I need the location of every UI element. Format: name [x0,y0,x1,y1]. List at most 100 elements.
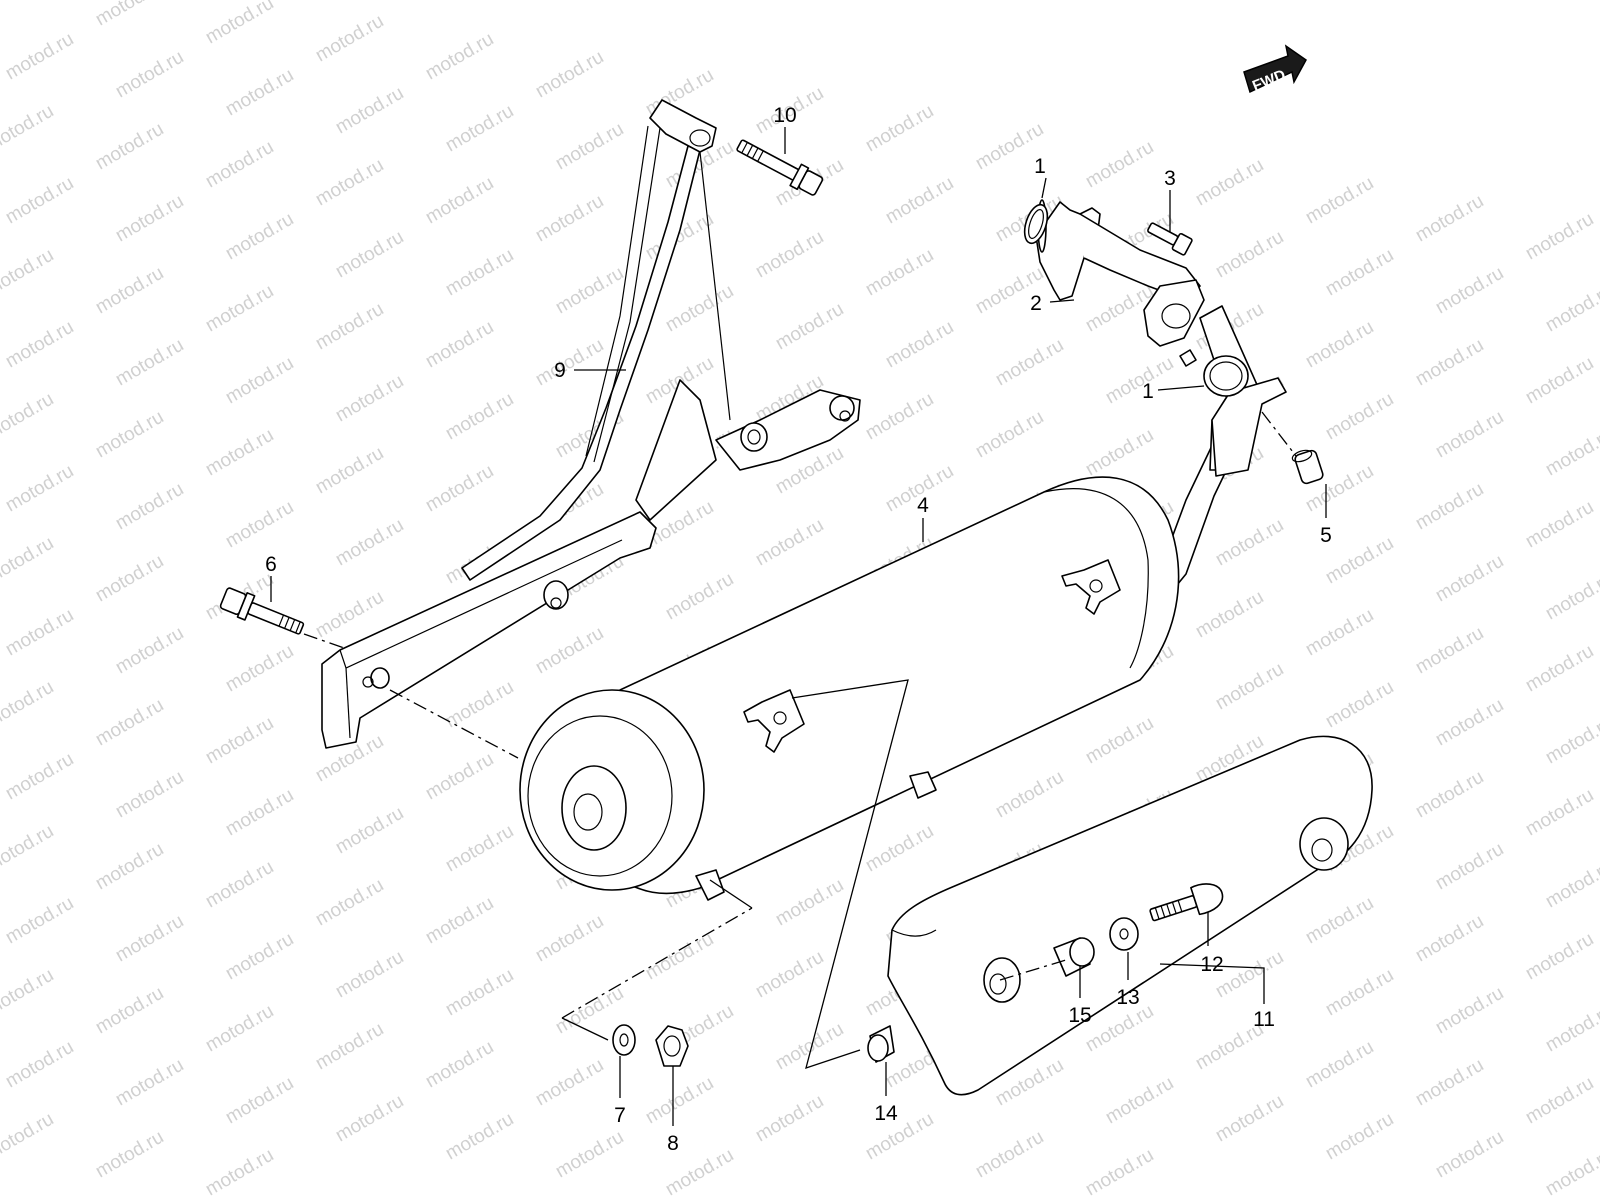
part-muffler-bracket [321,99,861,749]
watermark-text: motod.ru [862,821,937,877]
watermark-text: motod.ru [1082,137,1157,193]
part-washer-7 [612,1024,636,1056]
callout-15: 15 [1068,1004,1091,1027]
callout-labels: 1 1 2 3 4 5 6 7 8 9 10 11 12 13 14 15 [265,104,1332,1155]
watermark-text: motod.ru [972,407,1047,463]
watermark-text: motod.ru [222,785,297,841]
callout-13: 13 [1116,986,1139,1009]
watermark-text: motod.ru [1212,227,1287,283]
watermark-text: motod.ru [442,101,517,157]
watermark-text: motod.ru [442,965,517,1021]
watermark-text: motod.ru [1412,191,1487,247]
watermark-text: motod.ru [442,245,517,301]
watermark-text: motod.ru [532,623,607,679]
watermark-text: motod.ru [552,119,627,175]
watermark-text: motod.ru [1192,155,1267,211]
watermark-text: motod.ru [1542,713,1600,769]
watermark-text: motod.ru [1542,281,1600,337]
watermark-text: motod.ru [662,569,737,625]
part-gasket-bottom [1203,355,1249,397]
watermark-text: motod.ru [202,1001,277,1057]
watermark-text: motod.ru [1412,767,1487,823]
watermark-text: motod.ru [1192,587,1267,643]
watermark-text: motod.ru [0,101,57,157]
callout-11: 11 [1253,1008,1275,1031]
watermark-text: motod.ru [222,497,297,553]
callout-7: 7 [614,1104,626,1127]
watermark-text: motod.ru [332,515,407,571]
watermark-text: motod.ru [1522,353,1597,409]
watermark-text: motod.ru [1412,335,1487,391]
watermark-text: motod.ru [442,1109,517,1165]
callout-6: 6 [265,553,277,576]
callout-3: 3 [1164,167,1176,190]
watermark-text: motod.ru [442,677,517,733]
watermark-text: motod.ru [662,281,737,337]
callout-2: 2 [1030,292,1042,315]
watermark-text: motod.ru [112,479,187,535]
watermark-text: motod.ru [532,47,607,103]
watermark-text: motod.ru [1082,713,1157,769]
watermark-text: motod.ru [312,443,387,499]
watermark-text: motod.ru [2,1037,77,1093]
watermark-text: motod.ru [752,515,827,571]
watermark-text: motod.ru [1412,1055,1487,1111]
watermark-text: motod.ru [332,803,407,859]
part-bolt-3 [1147,222,1193,256]
watermark-text: motod.ru [2,893,77,949]
watermark-text: motod.ru [1082,1145,1157,1200]
watermark-text: motod.ru [312,11,387,67]
watermark-text: motod.ru [1542,569,1600,625]
watermark-text: motod.ru [1412,623,1487,679]
watermark-text: motod.ru [92,695,167,751]
watermark-text: motod.ru [312,155,387,211]
watermark-text: motod.ru [422,317,497,373]
watermark-text: motod.ru [332,947,407,1003]
watermark-text: motod.ru [1542,1145,1600,1200]
watermark-text: motod.ru [112,191,187,247]
watermark-text: motod.ru [422,29,497,85]
watermark-text: motod.ru [92,263,167,319]
watermark-text: motod.ru [862,1109,937,1165]
watermark-text: motod.ru [0,389,57,445]
watermark-text: motod.ru [1542,1001,1600,1057]
watermark-text: motod.ru [992,335,1067,391]
watermark-text: motod.ru [222,1073,297,1129]
watermark-text: motod.ru [422,173,497,229]
watermark-text: motod.ru [1212,515,1287,571]
watermark-text: motod.ru [2,317,77,373]
watermark-text: motod.ru [312,1019,387,1075]
watermark-text: motod.ru [332,83,407,139]
part-bolt-6 [219,587,305,635]
part-collar-15 [1053,937,1095,977]
watermark-text: motod.ru [222,641,297,697]
watermark-text: motod.ru [1522,497,1597,553]
watermark-text: motod.ru [0,245,57,301]
callout-1-bottom: 1 [1142,380,1154,403]
callout-leaders [270,127,1327,1126]
watermark-text: motod.ru [422,749,497,805]
watermark-text: motod.ru [1432,407,1507,463]
watermark-text: motod.ru [862,101,937,157]
watermark-text: motod.ru [112,335,187,391]
watermark-text: motod.ru [222,929,297,985]
watermark-text: motod.ru [752,1091,827,1147]
callout-1-top: 1 [1034,155,1046,178]
watermark-text: motod.ru [1432,263,1507,319]
watermark-text: motod.ru [112,911,187,967]
watermark-text: motod.ru [862,245,937,301]
watermark-text: motod.ru [422,1037,497,1093]
watermark-text: motod.ru [2,605,77,661]
watermark-text: motod.ru [0,677,57,733]
watermark-text: motod.ru [1082,425,1157,481]
watermark-text: motod.ru [772,1019,847,1075]
watermark-text: motod.ru [1302,173,1377,229]
callout-10: 10 [773,104,796,127]
watermark-text: motod.ru [332,1091,407,1147]
watermark-text: motod.ru [1522,641,1597,697]
watermark-text: motod.ru [992,767,1067,823]
fwd-arrow-badge: FWD [1243,44,1307,95]
watermark-text: motod.ru [772,875,847,931]
watermark-text: motod.ru [1542,857,1600,913]
watermark-text: motod.ru [642,1073,717,1129]
